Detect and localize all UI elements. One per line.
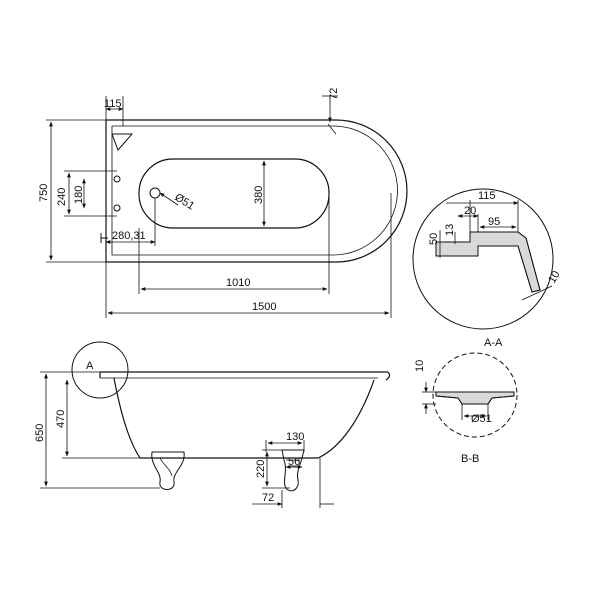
dim-aa-flange: 95: [488, 216, 500, 228]
waste-flange-profile: [435, 391, 515, 405]
section-aa: 115 20 95 13 50 10 A-A: [412, 188, 563, 349]
tap-hole-lower: [113, 204, 121, 212]
dim-line: [521, 285, 553, 301]
rim-notch: [327, 123, 337, 135]
dim-waste-offset: 280,31: [112, 230, 146, 242]
dim-aa-rim-width: 115: [478, 190, 496, 202]
right-foot: [281, 449, 305, 492]
dim-aa-rim-height: 50: [428, 233, 440, 245]
dim-tap-offset: 180: [73, 186, 85, 204]
waste-leader: [159, 192, 179, 206]
dim-bb-waste-diameter: Ø51: [471, 413, 492, 425]
detail-circle-aa: [412, 188, 554, 330]
dim-foot-height: 220: [255, 460, 267, 478]
dim-overall-width: 750: [38, 184, 50, 202]
dim-inner-depth: 470: [55, 410, 67, 428]
waste-hole: [149, 187, 161, 199]
tap-hole-upper: [113, 175, 121, 183]
dim-inner-length: 1010: [226, 277, 250, 289]
dim-waste-diameter: Ø51: [172, 191, 196, 212]
top-view: 115 72 750 240 180 380 Ø51 280,31 1010: [38, 88, 408, 318]
detail-circle-bb: [432, 352, 518, 438]
section-aa-title: A-A: [484, 337, 503, 349]
dim-foot-width: 130: [286, 431, 304, 443]
dim-tap-spacing: 240: [56, 188, 68, 206]
left-foot: [151, 451, 185, 490]
section-bb: 10 Ø51 B-B: [414, 352, 518, 465]
tub-outline-outer: [105, 119, 408, 263]
section-bb-title: B-B: [461, 453, 479, 465]
dim-bb-height: 10: [414, 360, 426, 372]
side-view: A 650 470 130 56 220 72: [34, 341, 391, 508]
dim-overall-length: 1500: [252, 301, 276, 313]
tap-deck-corner: [111, 133, 134, 151]
dim-rim-offset: 72: [328, 88, 340, 100]
inner-basin: [138, 158, 330, 229]
body-right-curve: [317, 379, 375, 459]
rim-profile-outline: [435, 231, 541, 293]
rim-edge-right: [385, 371, 391, 381]
dim-overall-height: 650: [34, 424, 46, 442]
body-left-curve: [113, 377, 141, 459]
detail-circle-a: [71, 341, 129, 399]
left-foot-detail: [159, 457, 173, 477]
detail-marker-a: A: [86, 360, 94, 372]
rim-profile: [435, 231, 541, 293]
dim-aa-thickness: 13: [444, 224, 456, 236]
tub-rim-line: [111, 125, 398, 256]
dim-aa-wall: 10: [546, 269, 563, 286]
dim-aa-lip: 20: [464, 205, 476, 217]
dim-foot-offset: 72: [262, 492, 274, 504]
dim-foot-inner: 56: [288, 456, 300, 468]
dim-tap-deck-width: 115: [104, 98, 122, 110]
dim-inner-width: 380: [253, 186, 265, 204]
